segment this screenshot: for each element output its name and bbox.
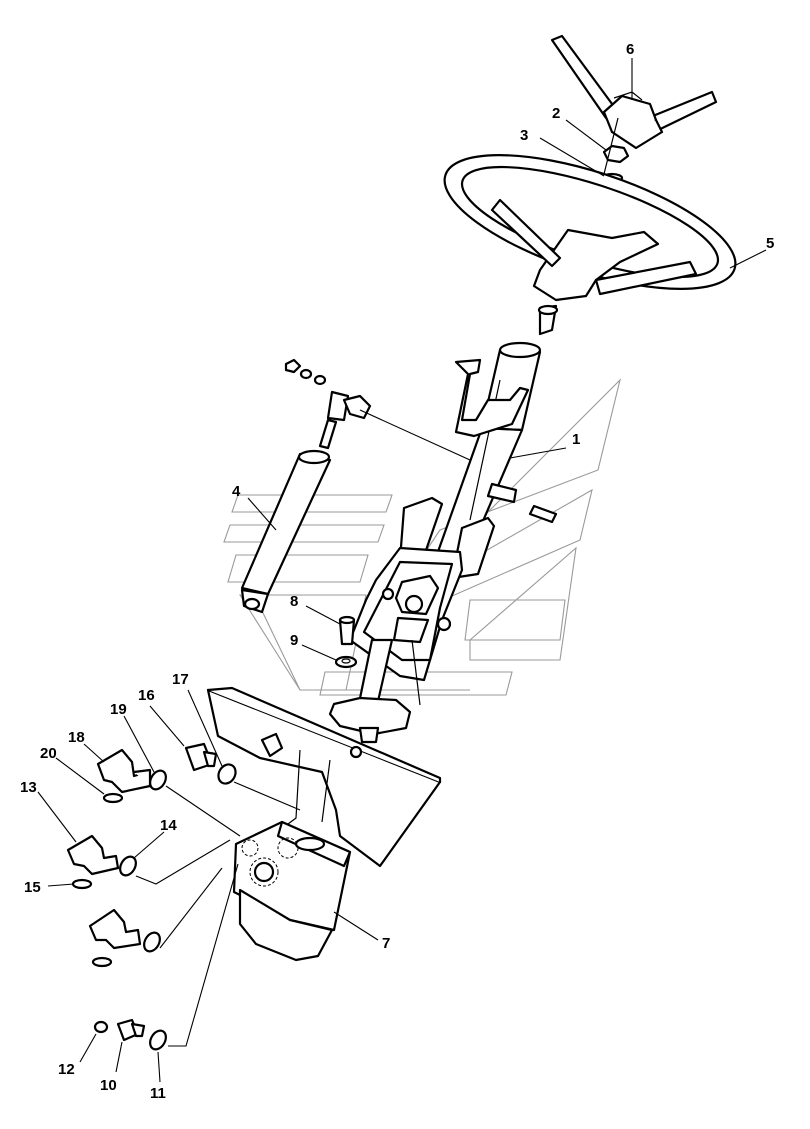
strut-hardware — [284, 358, 327, 386]
part-12-o-ring — [93, 1020, 109, 1034]
callout-12: 12 — [58, 1061, 75, 1078]
part-13-elbow-fitting — [66, 834, 120, 876]
callout-9: 9 — [290, 632, 298, 649]
part-11-o-ring — [149, 1029, 167, 1051]
callout-4: 4 — [232, 483, 241, 500]
callout-1: 1 — [572, 431, 580, 448]
fitting-connection-lines — [135, 781, 301, 1047]
part-17-o-ring — [217, 763, 237, 785]
part-4-gas-strut — [240, 390, 471, 614]
callout-17: 17 — [172, 671, 189, 688]
callout-13: 13 — [20, 779, 37, 796]
callout-6: 6 — [626, 41, 634, 58]
mounting-plate — [206, 686, 442, 868]
callout-15: 15 — [24, 879, 41, 896]
part-10-fitting — [116, 1018, 146, 1042]
part-7-steering-valve — [232, 820, 352, 962]
part-16-fitting — [184, 742, 218, 772]
part-19-o-ring — [149, 769, 167, 791]
callout-5: 5 — [766, 235, 774, 252]
part-8-cap-screw — [338, 615, 356, 646]
callout-3: 3 — [520, 127, 528, 144]
part-6-steering-knob — [550, 34, 718, 150]
part-15-o-ring — [71, 878, 93, 890]
callout-leaders — [37, 58, 767, 1083]
callout-20: 20 — [40, 745, 57, 762]
part-20-o-ring — [102, 792, 124, 804]
callout-10: 10 — [100, 1077, 117, 1094]
part-5-steering-wheel — [443, 154, 737, 302]
part-14-o-ring — [119, 855, 137, 877]
watermark-logo — [223, 378, 622, 696]
callout-7: 7 — [382, 935, 390, 952]
part-18-elbow-fitting — [96, 748, 152, 794]
callout-16: 16 — [138, 687, 155, 704]
part-9-washer — [334, 655, 358, 669]
callout-8: 8 — [290, 593, 298, 610]
callout-14: 14 — [160, 817, 177, 834]
callout-11: 11 — [150, 1085, 166, 1102]
lower-column-shaft — [328, 638, 421, 744]
callout-18: 18 — [68, 729, 85, 746]
elbow-fitting-3 — [88, 908, 161, 968]
callout-labels: 1 2 3 4 5 6 7 8 9 10 11 12 13 14 15 16 1… — [20, 41, 774, 1102]
callout-2: 2 — [552, 105, 560, 122]
callout-19: 19 — [110, 701, 127, 718]
